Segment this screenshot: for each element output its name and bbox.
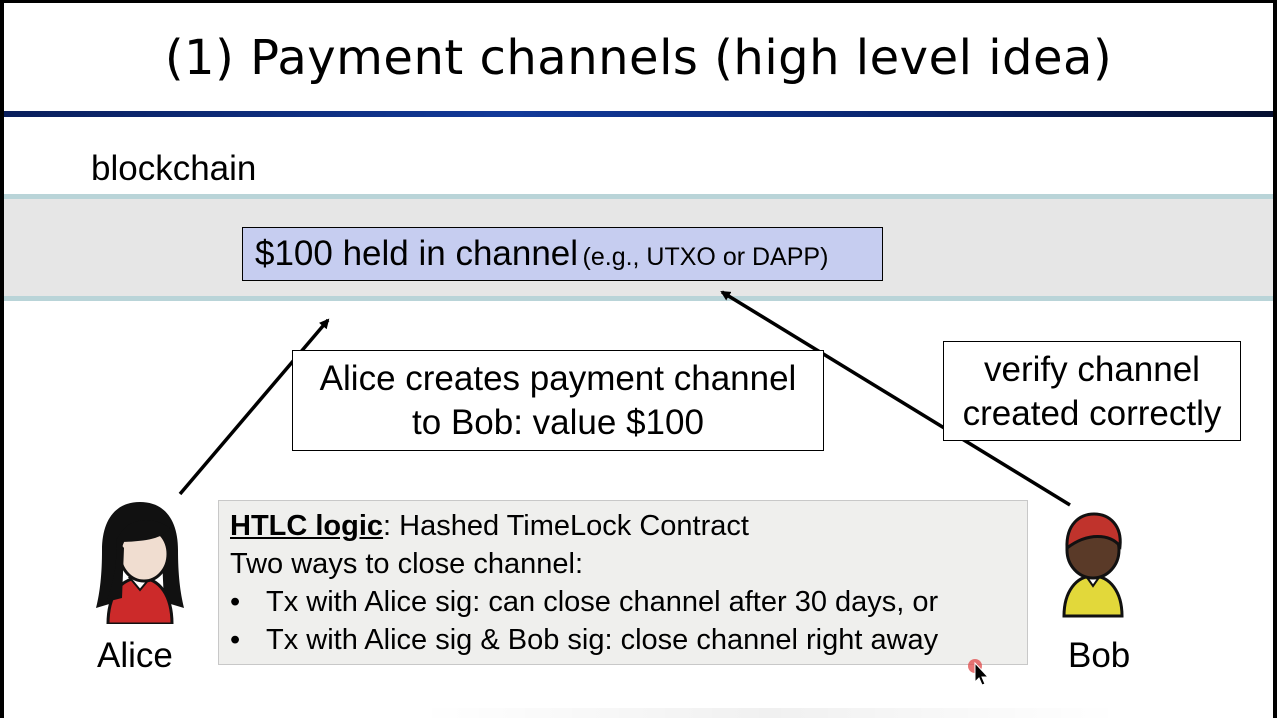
verify-line-1: verify channel	[984, 350, 1200, 389]
htlc-box: HTLC logic: Hashed TimeLock Contract Two…	[218, 500, 1028, 665]
htlc-title: HTLC logic	[230, 510, 384, 542]
htlc-heading: HTLC logic: Hashed TimeLock Contract	[230, 507, 1027, 545]
slide-right-border	[1273, 0, 1277, 718]
bullet-dot: •	[230, 586, 241, 618]
slide-title: (1) Payment channels (high level idea)	[164, 30, 1113, 86]
bob-avatar-icon	[1062, 512, 1124, 618]
channel-box: $100 held in channel (e.g., UTXO or DAPP…	[242, 227, 883, 281]
slide-top-border	[0, 0, 1277, 3]
create-line-2: to Bob: value $100	[412, 403, 704, 442]
bottom-edge-shadow	[420, 708, 1120, 718]
slide-left-border	[0, 0, 4, 718]
bob-label: Bob	[1068, 636, 1131, 675]
blockchain-label: blockchain	[91, 149, 257, 188]
channel-main-text: $100 held in channel	[255, 234, 579, 273]
htlc-bullet-text: Tx with Alice sig: can close channel aft…	[266, 586, 939, 618]
htlc-bullet: • Tx with Alice sig: can close channel af…	[230, 583, 1027, 621]
alice-avatar-icon	[96, 502, 184, 624]
create-channel-box: Alice creates payment channel to Bob: va…	[292, 350, 824, 451]
htlc-bullet-text: Tx with Alice sig & Bob sig: close chann…	[266, 624, 939, 656]
alice-label: Alice	[97, 636, 173, 675]
channel-sub-text: (e.g., UTXO or DAPP)	[582, 243, 829, 271]
htlc-intro: Two ways to close channel:	[230, 548, 584, 580]
bullet-dot: •	[230, 624, 241, 656]
title-underline	[4, 111, 1273, 117]
htlc-title-rest: : Hashed TimeLock Contract	[383, 510, 749, 542]
mouse-cursor-icon	[968, 659, 990, 686]
create-line-1: Alice creates payment channel	[319, 359, 797, 398]
htlc-bullet: • Tx with Alice sig & Bob sig: close chan…	[230, 621, 1027, 659]
verify-channel-box: verify channel created correctly	[943, 341, 1241, 441]
verify-line-2: created correctly	[962, 394, 1222, 433]
